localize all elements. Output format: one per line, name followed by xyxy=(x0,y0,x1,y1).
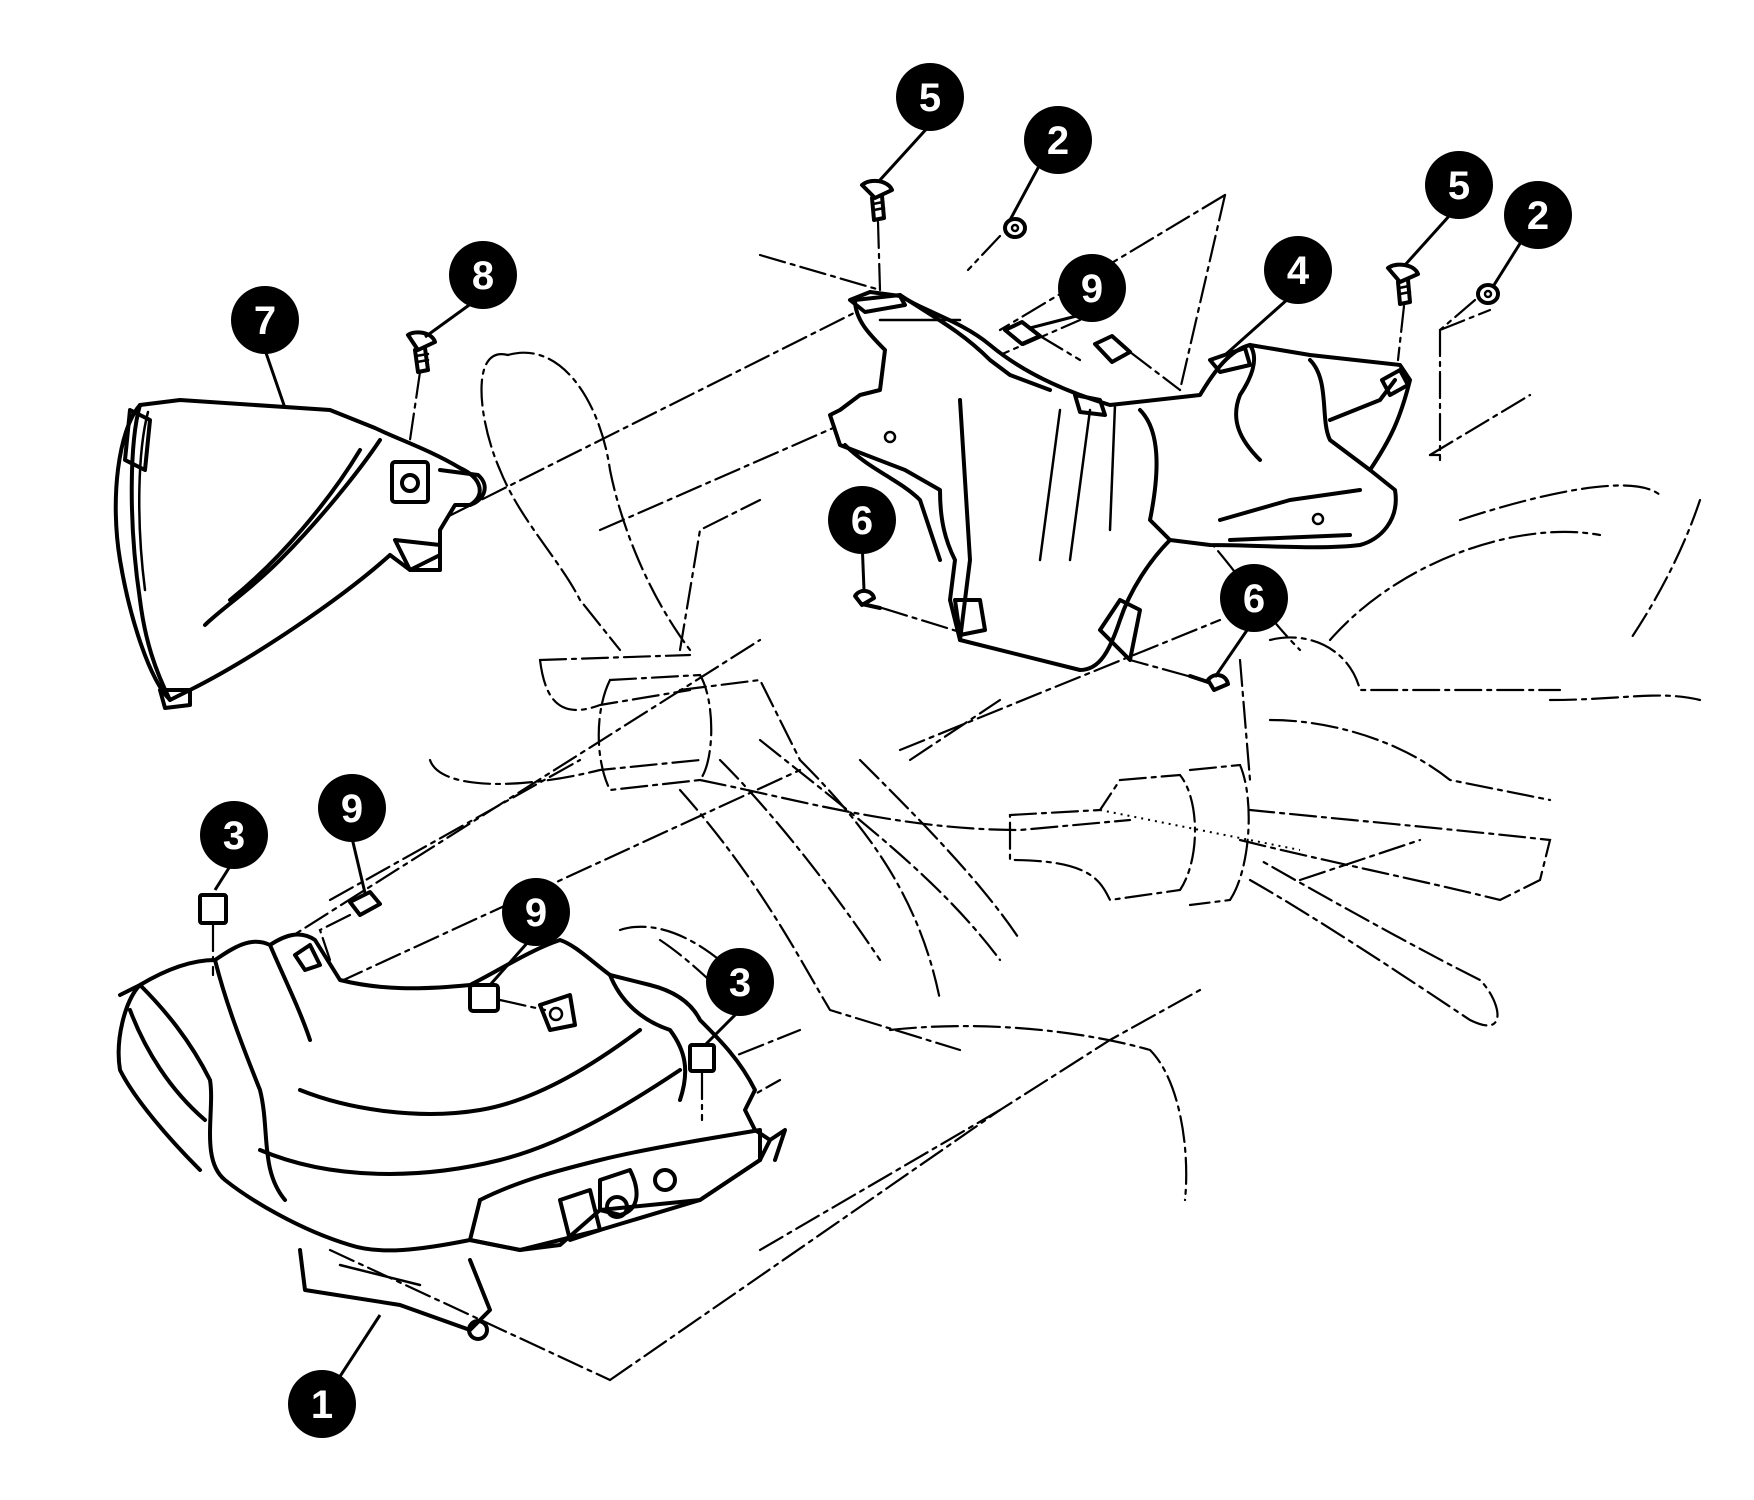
callout-3-right: 3 xyxy=(706,948,774,1016)
part-7-windscreen xyxy=(113,398,487,710)
part-4-upper-panel xyxy=(828,290,1412,672)
callout-4: 4 xyxy=(1264,236,1332,304)
callout-5-left-label: 5 xyxy=(919,76,941,120)
part-2-clip-left xyxy=(966,217,1027,272)
part-9-nut-top-a xyxy=(1003,320,1082,362)
callout-5-right: 5 xyxy=(1425,151,1493,219)
part-9-nut-middle xyxy=(468,983,547,1013)
callout-6-right: 6 xyxy=(1220,564,1288,632)
part-9-nut-top-b xyxy=(1093,334,1182,392)
part-6-screw-right xyxy=(1128,658,1230,692)
part-3-bracket-right xyxy=(688,1043,716,1122)
callout-8-label: 8 xyxy=(472,254,494,298)
callout-2-right-label: 2 xyxy=(1527,194,1549,238)
part-1-lower-cowl xyxy=(116,932,787,1341)
callout-2-left: 2 xyxy=(1024,106,1092,174)
part-9-nut-left xyxy=(318,890,382,962)
callout-1-label: 1 xyxy=(311,1383,333,1427)
callout-4-label: 4 xyxy=(1287,249,1310,293)
part-5-screw-left xyxy=(860,178,894,292)
callout-9-middle-label: 9 xyxy=(525,891,547,935)
part-3-bracket-left xyxy=(198,893,228,977)
callout-9-middle: 9 xyxy=(502,878,570,946)
callout-7: 7 xyxy=(231,286,299,354)
callout-2-right: 2 xyxy=(1504,181,1572,249)
part-6-screw-left xyxy=(853,589,962,634)
callout-9-top: 9 xyxy=(1058,254,1126,322)
callout-3-left: 3 xyxy=(200,801,268,869)
callout-9-left: 9 xyxy=(318,774,386,842)
part-2-clip-right xyxy=(1438,283,1500,332)
callout-3-right-label: 3 xyxy=(729,961,751,1005)
callout-5-left: 5 xyxy=(896,63,964,131)
callout-9-top-label: 9 xyxy=(1081,267,1103,311)
callout-5-right-label: 5 xyxy=(1448,164,1470,208)
callout-7-label: 7 xyxy=(254,299,276,343)
callout-2-left-label: 2 xyxy=(1047,119,1069,163)
callout-1: 1 xyxy=(288,1370,356,1438)
callout-6-right-label: 6 xyxy=(1243,577,1265,621)
callout-3-left-label: 3 xyxy=(223,814,245,858)
callout-8: 8 xyxy=(449,241,517,309)
part-8-screw xyxy=(406,330,437,442)
callout-6-left-label: 6 xyxy=(851,499,873,543)
callout-6-left: 6 xyxy=(828,486,896,554)
part-5-screw-right xyxy=(1386,262,1420,362)
callout-9-left-label: 9 xyxy=(341,787,363,831)
